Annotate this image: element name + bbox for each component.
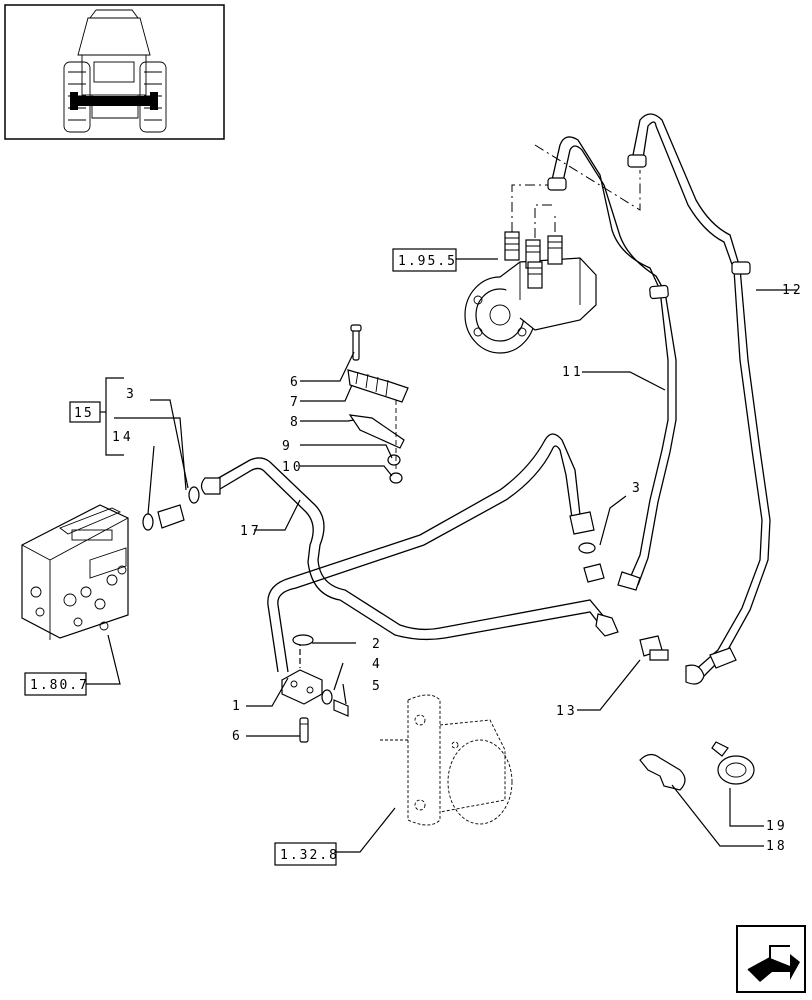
callout-3-right: 3 — [632, 481, 643, 496]
callout-14: 13 — [556, 704, 578, 719]
adapter-14 — [639, 635, 669, 661]
clip-18 — [639, 753, 686, 791]
callout-2: 2 — [372, 637, 383, 652]
callout-12: 11 — [562, 365, 584, 380]
fittings-group-15 — [142, 486, 200, 531]
pump-body — [380, 694, 513, 826]
callout-5: 5 — [372, 679, 383, 694]
callout-16: 14 — [112, 430, 134, 445]
callout-10: 9 — [282, 439, 293, 454]
ref-box-group-15: 15 — [69, 401, 101, 423]
pipe-17 — [200, 457, 619, 641]
callout-7: 6 — [290, 375, 301, 390]
next-page-arrow-icon[interactable] — [736, 925, 806, 993]
callout-3-left: 3 — [126, 387, 137, 402]
callout-18: 18 — [766, 839, 788, 854]
pipe-12 — [547, 136, 677, 591]
callout-labels: 6 7 8 9 10 17 11 12 3 13 1 2 4 5 6 19 18… — [112, 283, 804, 854]
o-ring-2 — [292, 634, 314, 646]
callout-17: 17 — [240, 524, 262, 539]
ref-box-valve-block[interactable]: 1.80.7 — [24, 672, 89, 696]
callout-11: 10 — [282, 460, 304, 475]
callout-4: 4 — [372, 657, 383, 672]
callout-13: 12 — [782, 283, 804, 298]
callout-19: 19 — [766, 819, 788, 834]
pipe-13 — [627, 113, 771, 685]
screw-6 — [299, 717, 309, 743]
leader-lines — [86, 258, 797, 853]
callout-6: 6 — [232, 729, 243, 744]
ref-box-steering-unit[interactable]: 1.95.5 — [392, 248, 457, 272]
callout-1: 1 — [232, 699, 243, 714]
svg-text:1.32.8: 1.32.8 — [280, 848, 339, 863]
ref-box-pump[interactable]: 1.32.8 — [274, 842, 339, 866]
fitting-3-end — [583, 563, 605, 583]
callout-9: 8 — [290, 415, 301, 430]
valve-block — [21, 504, 129, 640]
svg-text:1.80.7: 1.80.7 — [30, 678, 89, 693]
tractor-thumbnail-icon — [4, 4, 225, 140]
pipe-1 — [267, 433, 595, 673]
o-ring-3 — [578, 542, 596, 554]
clip-19 — [711, 741, 755, 785]
steering-unit — [464, 231, 597, 354]
svg-text:15: 15 — [74, 406, 94, 421]
svg-text:1.95.5: 1.95.5 — [398, 254, 457, 269]
group-15-bracket — [105, 377, 124, 456]
seal-4 — [321, 689, 333, 705]
fitting-5 — [333, 699, 349, 717]
callout-8: 7 — [290, 395, 301, 410]
clamp-assembly — [347, 324, 409, 484]
